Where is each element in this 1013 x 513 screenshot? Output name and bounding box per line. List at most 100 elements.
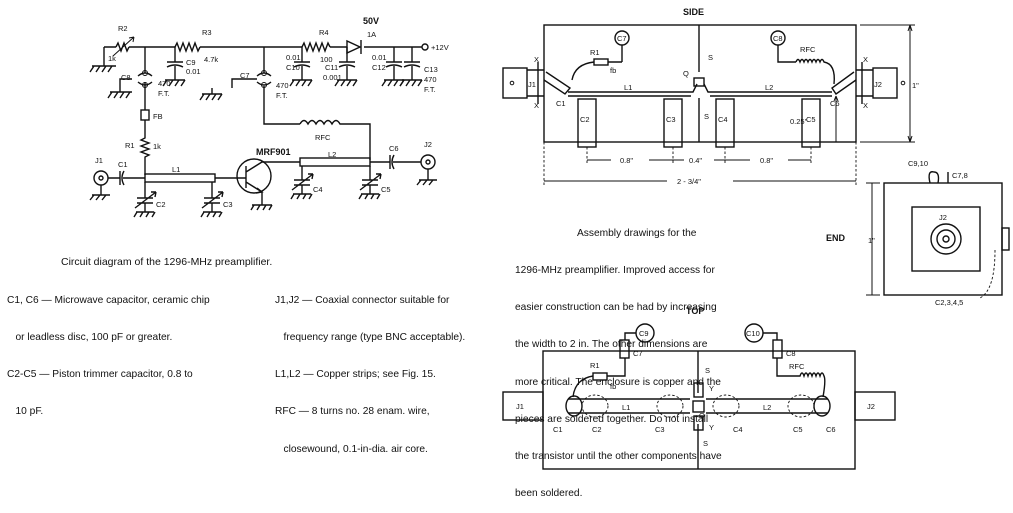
end-c2345-label: C2,3,4,5: [935, 298, 963, 307]
assembly-line: easier construction can be had by increa…: [515, 302, 717, 314]
top-j1-body: [502, 391, 544, 421]
c1-capacitor: [108, 170, 145, 186]
top-l2-label: L2: [763, 403, 771, 412]
c2-trimmer: [133, 182, 157, 218]
end-c910-label: C9,10: [908, 159, 928, 168]
top-c1-label: C1: [553, 425, 563, 434]
emitter-ground: [250, 204, 273, 211]
c13-value-2: F.T.: [424, 85, 436, 94]
r1-label: R1: [125, 141, 135, 150]
top-c8-body: [772, 339, 783, 359]
end-side-tab: [1001, 227, 1010, 251]
c7-node-2: [261, 82, 267, 88]
assembly-line: been soldered.: [515, 488, 583, 500]
top-r1-lead: [572, 358, 626, 398]
c13-value-1: 470: [424, 75, 437, 84]
side-c8-label: C8: [773, 34, 783, 43]
assembly-line: pieces are soldered together. Do not ins…: [515, 413, 709, 425]
side-c1-label: C1: [556, 99, 566, 108]
side-j1-flange: [527, 62, 544, 104]
r4-resistor: [301, 41, 331, 53]
side-height-label: 1": [912, 81, 919, 90]
c12-label: C12: [372, 63, 386, 72]
assembly-line: Assembly drawings for the: [577, 227, 697, 239]
r3-resistor: [174, 41, 201, 53]
top-s-label-2: S: [703, 439, 708, 448]
side-l2-label: L2: [765, 83, 773, 92]
top-c3-trimmer: [656, 394, 684, 418]
top-l1-strip: [568, 398, 690, 414]
top-rfc-label: RFC: [789, 362, 805, 371]
end-feedthroughs: [928, 171, 949, 184]
top-c3-label: C3: [655, 425, 665, 434]
transistor-leads: [238, 161, 300, 205]
r3-label: R3: [202, 28, 212, 37]
side-c2-label: C2: [580, 115, 590, 124]
side-height-dim: [860, 24, 915, 143]
top-j1-label: J1: [516, 402, 524, 411]
j2-ground: [416, 169, 437, 186]
end-c78-label: C7,8: [952, 171, 968, 180]
j1-connector: [93, 170, 109, 186]
top-r1-label: R1: [590, 361, 600, 370]
c8-label: C8: [121, 73, 131, 82]
parts-left-line: 10 pF.: [7, 406, 44, 418]
end-j2-outer: [930, 223, 962, 255]
side-enclosure: [543, 24, 857, 143]
assembly-line: the transistor until the other component…: [515, 451, 722, 463]
end-view-drawing: J2 C9,10 C7,8 END 1" C2,3,4,5: [826, 159, 1010, 307]
side-view-drawing: SIDE J1 J2 L1 L2 C1 C6 X X X X Q S S: [502, 7, 919, 186]
c9-label: C9: [186, 58, 196, 67]
side-rfc-coil: [795, 58, 835, 85]
side-r1: [593, 58, 609, 66]
top-s-label-1: S: [705, 366, 710, 375]
side-fb-label: fb: [610, 66, 616, 75]
top-c8-label: C8: [786, 349, 796, 358]
c11-value: 0.001: [323, 73, 342, 82]
top-c5-label: C5: [793, 425, 803, 434]
c4-label: C4: [313, 185, 323, 194]
side-rfc-label: RFC: [800, 45, 816, 54]
end-height-label: 1": [868, 236, 875, 245]
c7-label: C7: [240, 71, 250, 80]
top-c7-label: C7: [633, 349, 643, 358]
j1-ground: [89, 185, 110, 201]
r4-label: R4: [319, 28, 329, 37]
mrf901-transistor: [236, 158, 272, 194]
c6-label: C6: [389, 144, 399, 153]
side-s-label-2: S: [704, 112, 709, 121]
side-c5-label: C5: [806, 115, 816, 124]
c7-value-2: F.T.: [276, 91, 288, 100]
l2-label: L2: [328, 150, 336, 159]
side-x-label-1: X: [534, 55, 539, 64]
top-rfc-coil: [776, 358, 826, 398]
parts-right-line: frequency range (type BNC acceptable).: [275, 332, 466, 344]
side-l1-strip: [568, 83, 698, 97]
side-j2-pin: [900, 80, 906, 86]
c2-label: C2: [156, 200, 166, 209]
top-strap-upper: [693, 382, 704, 398]
top-transistor: [692, 400, 705, 413]
c9-capacitor: [162, 47, 186, 87]
j1-pin: [98, 175, 104, 181]
c3-label: C3: [223, 200, 233, 209]
diode-current: 1A: [367, 30, 376, 39]
side-r1-label: R1: [590, 48, 600, 57]
c13-label: C13: [424, 65, 438, 74]
side-total-width-label: 2 - 3/4": [677, 177, 701, 186]
top-c10-lead: [763, 332, 778, 340]
side-r1-lead: [571, 61, 622, 81]
c7-feedthrough: [256, 47, 300, 125]
l1-label: L1: [172, 165, 180, 174]
side-c3-label: C3: [666, 115, 676, 124]
vcc-label: +12V: [431, 43, 449, 52]
side-view-title: SIDE: [683, 7, 704, 17]
mid-ground: [199, 88, 223, 101]
top-y-label-2: Y: [709, 423, 714, 432]
parts-left-line: or leadless disc, 100 pF or greater.: [7, 332, 173, 344]
c7-value-1: 470: [276, 81, 289, 90]
side-j1-body: [502, 67, 528, 99]
ferrite-bead: [140, 109, 150, 121]
top-j2-body: [854, 391, 896, 421]
c11-capacitor: [334, 47, 358, 87]
